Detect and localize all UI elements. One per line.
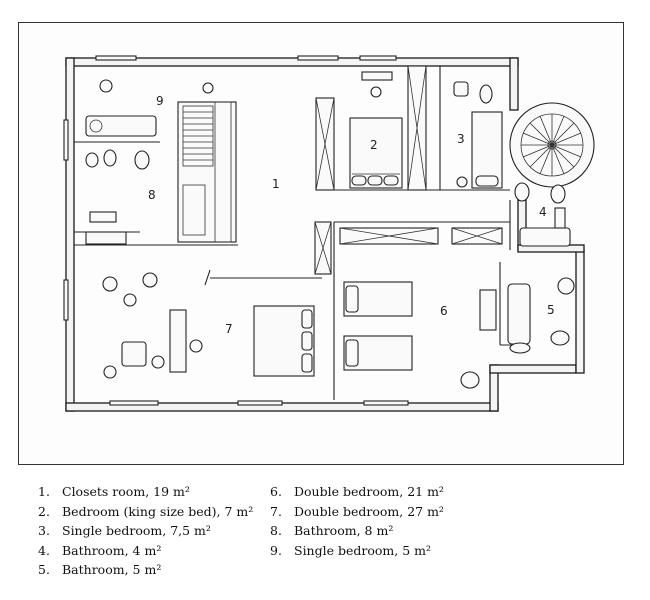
- legend-text: Single bedroom, 7,5 m²: [62, 523, 211, 538]
- legend-text: Bathroom, 4 m²: [62, 542, 162, 558]
- legend-text: Closets room, 19 m²: [62, 484, 190, 499]
- legend-number: 4.: [38, 542, 50, 558]
- legend-item: 2. Bedroom (king size bed), 7 m²: [38, 502, 278, 522]
- room-number-5: 5: [547, 303, 555, 317]
- outer-walls: [65, 57, 585, 412]
- interior-walls: [74, 65, 518, 400]
- legend-number: 1.: [38, 484, 50, 499]
- fixtures: [85, 71, 575, 389]
- legend-item: 4. Bathroom, 4 m²: [38, 541, 278, 561]
- legend-text: Bathroom, 8 m²: [294, 523, 394, 538]
- legend-number: 7.: [270, 503, 282, 519]
- spiral-staircase: [509, 102, 595, 188]
- legend-text: Bedroom (king size bed), 7 m²: [62, 503, 254, 519]
- room-numbers: 1 2 3 4 5 6 7 8 9: [148, 94, 555, 336]
- legend-right-column: 6. Double bedroom, 21 m² 7. Double bedroom…: [270, 482, 510, 560]
- legend-text: Single bedroom, 5 m²: [294, 542, 431, 558]
- legend-item: 8. Bathroom, 8 m²: [270, 521, 510, 541]
- legend-item: 3. Single bedroom, 7,5 m²: [38, 521, 278, 541]
- legend-number: 8.: [270, 523, 282, 538]
- room-number-4: 4: [539, 205, 547, 219]
- legend-text: Double bedroom, 21 m²: [294, 484, 444, 499]
- legend-number: 6.: [270, 484, 282, 499]
- legend-text: Double bedroom, 27 m²: [294, 503, 444, 519]
- legend-left-column: 1. Closets room, 19 m² 2. Bedroom (king si…: [38, 482, 278, 580]
- room-number-7: 7: [225, 322, 233, 336]
- legend-number: 5.: [38, 562, 50, 577]
- legend-item: 7. Double bedroom, 27 m²: [270, 502, 510, 522]
- room-number-6: 6: [440, 304, 448, 318]
- windows: [63, 55, 409, 406]
- room-number-1: 1: [272, 177, 280, 191]
- room-number-8: 8: [148, 188, 156, 202]
- legend-text: Bathroom, 5 m²: [62, 562, 162, 577]
- legend-number: 3.: [38, 523, 50, 538]
- legend-item: 6. Double bedroom, 21 m²: [270, 482, 510, 502]
- legend-item: 9. Single bedroom, 5 m²: [270, 541, 510, 561]
- legend-number: 2.: [38, 503, 50, 519]
- room-number-2: 2: [370, 138, 378, 152]
- legend-item: 1. Closets room, 19 m²: [38, 482, 278, 502]
- room-number-9: 9: [156, 94, 164, 108]
- legend-item: 5. Bathroom, 5 m²: [38, 560, 278, 580]
- legend-number: 9.: [270, 542, 282, 558]
- room-number-3: 3: [457, 132, 465, 146]
